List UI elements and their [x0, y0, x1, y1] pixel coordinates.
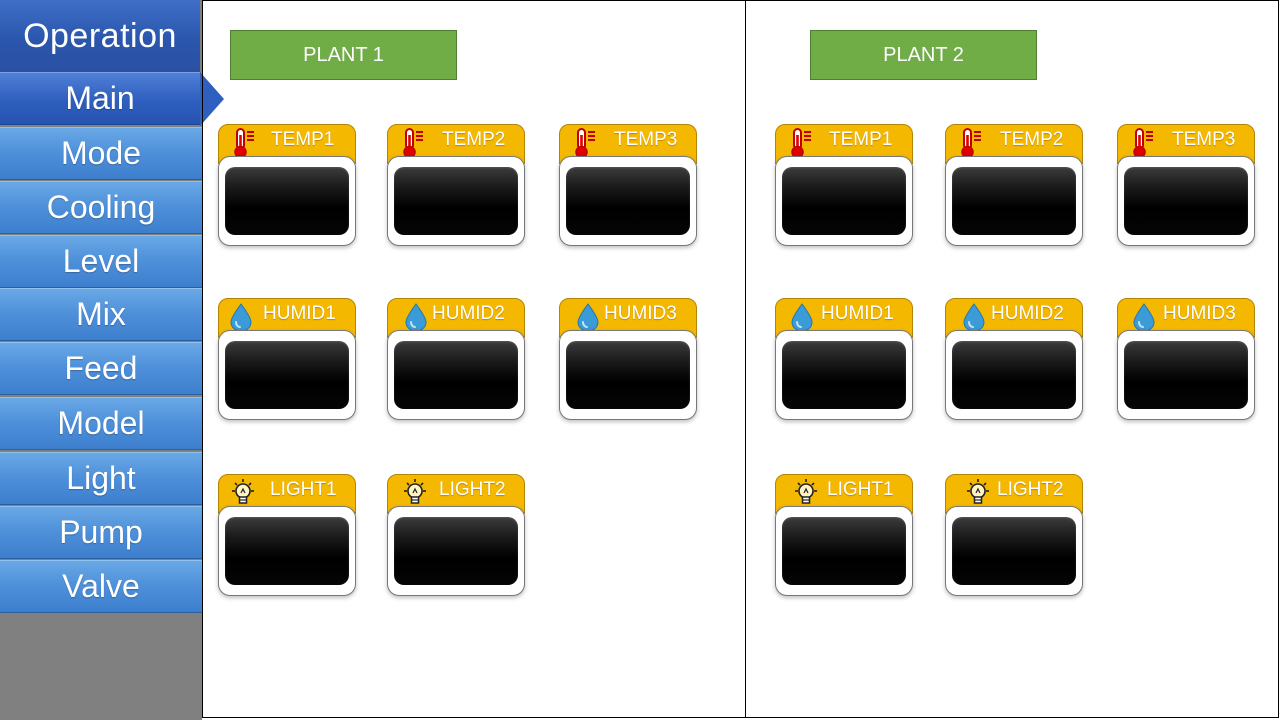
value-display — [225, 341, 349, 409]
plant-1-temp1-tile[interactable]: TEMP1 — [218, 124, 356, 249]
value-display — [1124, 167, 1248, 235]
tile-label: LIGHT1 — [270, 479, 337, 500]
sidebar: Operation Main Mode Cooling Level Mix Fe… — [0, 0, 224, 720]
sidebar-item-valve[interactable]: Valve — [0, 560, 202, 613]
thermometer-icon — [955, 127, 985, 159]
tile-label: HUMID3 — [1163, 303, 1236, 324]
sidebar-item-mix[interactable]: Mix — [0, 288, 202, 341]
light-bulb-icon — [791, 477, 821, 509]
plant-2-humid1-tile[interactable]: HUMID1 — [775, 298, 913, 423]
sidebar-item-main[interactable]: Main — [0, 72, 200, 125]
tile-label: TEMP2 — [1000, 129, 1064, 150]
value-display — [394, 341, 518, 409]
tile-label: TEMP1 — [271, 129, 335, 150]
value-display — [782, 517, 906, 585]
plant-2-panel — [745, 0, 1279, 718]
tile-label: HUMID3 — [604, 303, 677, 324]
plant-2-label: PLANT 2 — [810, 30, 1037, 80]
tile-body — [1117, 156, 1255, 246]
sidebar-item-cooling[interactable]: Cooling — [0, 181, 202, 234]
plant-2-light1-tile[interactable]: LIGHT1 — [775, 474, 913, 599]
value-display — [225, 167, 349, 235]
tile-body — [387, 330, 525, 420]
active-indicator-arrow — [200, 72, 224, 126]
tile-body — [218, 330, 356, 420]
value-display — [225, 517, 349, 585]
tile-body — [775, 330, 913, 420]
value-display — [782, 341, 906, 409]
value-display — [394, 517, 518, 585]
tile-label: HUMID1 — [821, 303, 894, 324]
value-display — [952, 167, 1076, 235]
sidebar-title: Operation — [0, 0, 200, 73]
water-drop-icon — [1129, 301, 1159, 333]
value-display — [952, 341, 1076, 409]
water-drop-icon — [573, 301, 603, 333]
water-drop-icon — [959, 301, 989, 333]
tile-body — [945, 330, 1083, 420]
sidebar-item-model[interactable]: Model — [0, 397, 202, 450]
tile-label: LIGHT2 — [439, 479, 506, 500]
tile-body — [387, 156, 525, 246]
tile-body — [559, 330, 697, 420]
sidebar-item-feed[interactable]: Feed — [0, 342, 202, 395]
plant-2-temp2-tile[interactable]: TEMP2 — [945, 124, 1083, 249]
thermometer-icon — [785, 127, 815, 159]
plant-1-light1-tile[interactable]: LIGHT1 — [218, 474, 356, 599]
plant-1-humid3-tile[interactable]: HUMID3 — [559, 298, 697, 423]
sidebar-item-mode[interactable]: Mode — [0, 127, 202, 180]
tile-body — [218, 156, 356, 246]
value-display — [566, 167, 690, 235]
water-drop-icon — [401, 301, 431, 333]
thermometer-icon — [397, 127, 427, 159]
plant-2-light2-tile[interactable]: LIGHT2 — [945, 474, 1083, 599]
tile-body — [559, 156, 697, 246]
light-bulb-icon — [400, 477, 430, 509]
plant-1-humid2-tile[interactable]: HUMID2 — [387, 298, 525, 423]
light-bulb-icon — [963, 477, 993, 509]
plant-2-humid2-tile[interactable]: HUMID2 — [945, 298, 1083, 423]
tile-label: TEMP1 — [829, 129, 893, 150]
thermometer-icon — [569, 127, 599, 159]
tile-body — [775, 506, 913, 596]
thermometer-icon — [1127, 127, 1157, 159]
plant-1-label: PLANT 1 — [230, 30, 457, 80]
tile-label: LIGHT1 — [827, 479, 894, 500]
tile-label: TEMP3 — [1172, 129, 1236, 150]
tile-body — [1117, 330, 1255, 420]
water-drop-icon — [226, 301, 256, 333]
plant-1-temp3-tile[interactable]: TEMP3 — [559, 124, 697, 249]
plant-2-humid3-tile[interactable]: HUMID3 — [1117, 298, 1255, 423]
plant-2-temp1-tile[interactable]: TEMP1 — [775, 124, 913, 249]
tile-body — [775, 156, 913, 246]
plant-2-temp3-tile[interactable]: TEMP3 — [1117, 124, 1255, 249]
sidebar-item-light[interactable]: Light — [0, 452, 202, 505]
tile-body — [387, 506, 525, 596]
tile-label: HUMID1 — [263, 303, 336, 324]
tile-body — [945, 506, 1083, 596]
tile-label: TEMP3 — [614, 129, 678, 150]
value-display — [394, 167, 518, 235]
tile-label: LIGHT2 — [997, 479, 1064, 500]
tile-body — [218, 506, 356, 596]
value-display — [1124, 341, 1248, 409]
value-display — [782, 167, 906, 235]
thermometer-icon — [228, 127, 258, 159]
sidebar-item-level[interactable]: Level — [0, 235, 202, 288]
tile-body — [945, 156, 1083, 246]
light-bulb-icon — [228, 477, 258, 509]
tile-label: HUMID2 — [432, 303, 505, 324]
value-display — [952, 517, 1076, 585]
plant-1-light2-tile[interactable]: LIGHT2 — [387, 474, 525, 599]
water-drop-icon — [787, 301, 817, 333]
value-display — [566, 341, 690, 409]
plant-1-humid1-tile[interactable]: HUMID1 — [218, 298, 356, 423]
sidebar-item-pump[interactable]: Pump — [0, 506, 202, 559]
tile-label: TEMP2 — [442, 129, 506, 150]
tile-label: HUMID2 — [991, 303, 1064, 324]
plant-1-temp2-tile[interactable]: TEMP2 — [387, 124, 525, 249]
